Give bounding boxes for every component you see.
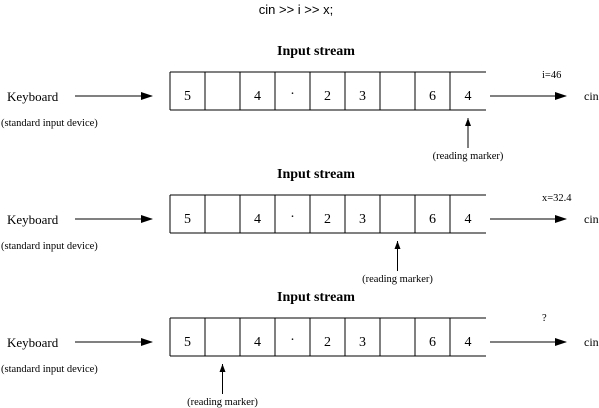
stream-cell: 4: [465, 212, 472, 227]
stream-cell: 2: [324, 335, 331, 350]
cin-label: cin: [584, 89, 599, 103]
stream-cell: 3: [359, 212, 366, 227]
output-value: i=46: [542, 70, 561, 81]
stream-cell: 6: [429, 335, 436, 350]
stream-cell: .: [291, 329, 295, 344]
keyboard-label: Keyboard: [7, 335, 59, 350]
stream-cell: 6: [429, 89, 436, 104]
code-line: cin >> i >> x;: [259, 2, 333, 17]
keyboard-label: Keyboard: [7, 212, 59, 227]
stream-title: Input stream: [277, 167, 355, 182]
reading-marker-arrowhead: [465, 118, 471, 126]
stream-cell: 5: [184, 89, 191, 104]
cin-label: cin: [584, 212, 599, 226]
stream-cell: 3: [359, 335, 366, 350]
stream-cell: 4: [254, 335, 261, 350]
stream-cell: 5: [184, 212, 191, 227]
reading-marker-arrowhead: [394, 241, 401, 249]
stream-cell: 4: [254, 89, 261, 104]
stream-cell: 6: [429, 212, 436, 227]
reading-marker-label: (reading marker): [187, 397, 258, 408]
output-value: ?: [542, 313, 547, 324]
device-label: (standard input device): [1, 118, 98, 129]
device-label: (standard input device): [1, 241, 98, 252]
stream-cell: .: [291, 206, 295, 221]
stream-cell: 2: [324, 89, 331, 104]
stream-cell: 3: [359, 89, 366, 104]
keyboard-label: Keyboard: [7, 89, 59, 104]
stream-cell: 4: [465, 89, 472, 104]
stream-cell: 2: [324, 212, 331, 227]
output-value: x=32.4: [542, 193, 572, 204]
stream-cell: 4: [465, 335, 472, 350]
stream-cell: 4: [254, 212, 261, 227]
stream-title: Input stream: [277, 44, 355, 59]
stream-cell: 5: [184, 335, 191, 350]
cin-label: cin: [584, 335, 599, 349]
reading-marker-arrowhead: [219, 364, 226, 372]
stream-cell: .: [291, 83, 295, 98]
reading-marker-label: (reading marker): [433, 151, 504, 162]
stream-title: Input stream: [277, 290, 355, 305]
reading-marker-label: (reading marker): [362, 274, 433, 285]
device-label: (standard input device): [1, 364, 98, 375]
